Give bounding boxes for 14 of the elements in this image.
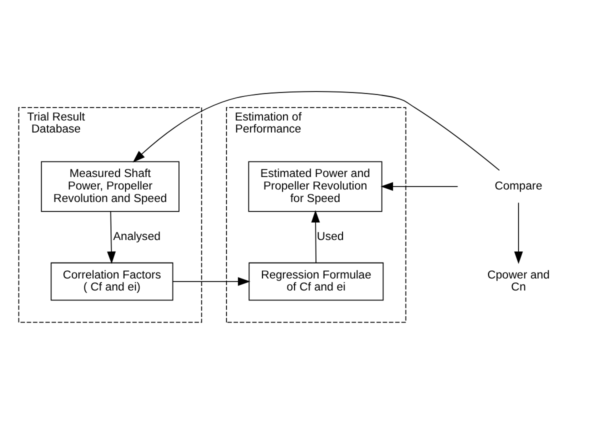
- node-text: Compare: [494, 180, 542, 193]
- node-box: Regression Formulae of Cf and ei: [248, 262, 384, 301]
- arrow: [514, 202, 523, 264]
- arrow: [172, 277, 250, 286]
- arrow: [311, 210, 320, 264]
- node-text: Cpower and Cn: [487, 269, 550, 294]
- node-box: Correlation Factors ( Cf and ei): [50, 262, 174, 301]
- node-box: Measured Shaft Power, Propeller Revolution and Speed: [40, 161, 180, 212]
- edge-label: Analysed: [113, 231, 161, 244]
- arrow: [380, 182, 458, 191]
- node-box: Estimated Power and Propeller Revolution for Speed: [248, 161, 382, 212]
- arrow: [107, 210, 116, 264]
- edge-label: Used: [316, 231, 344, 244]
- arrow: [132, 91, 500, 171]
